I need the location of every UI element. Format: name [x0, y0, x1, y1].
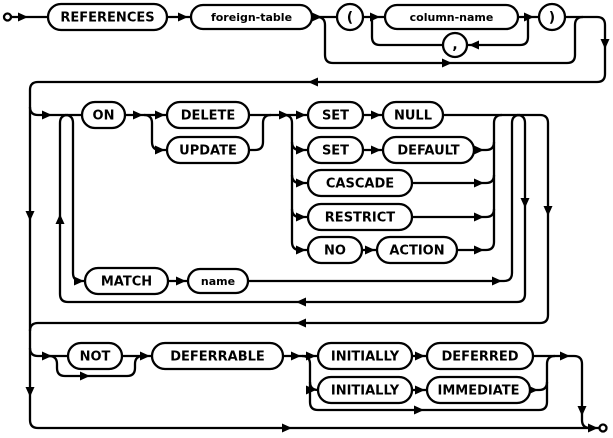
keyword-bubble — [150, 341, 285, 371]
punct-label: , — [452, 37, 457, 53]
nonterminal-label: column-name — [410, 11, 494, 24]
keyword-bubble — [165, 100, 251, 130]
nonterminal-bubble — [189, 3, 314, 31]
keyword-bubble — [316, 375, 414, 405]
keyword-label: DEFERRABLE — [170, 350, 265, 365]
keyword-bubble — [306, 235, 364, 265]
punct-bubble — [441, 31, 469, 59]
keyword-bubble — [306, 135, 365, 165]
keyword-label: NO — [324, 244, 346, 259]
nonterminal-bubble — [186, 267, 250, 295]
nonterminal-bubble — [383, 3, 520, 31]
keyword-label: UPDATE — [179, 144, 237, 159]
node-initially-2: INITIALLY — [316, 375, 414, 405]
node-update: UPDATE — [165, 135, 251, 165]
keyword-label: RESTRICT — [325, 211, 396, 226]
node-references: REFERENCES — [46, 2, 169, 32]
node-no: NO — [306, 235, 364, 265]
node-initially-1: INITIALLY — [316, 341, 414, 371]
keyword-bubble — [316, 341, 414, 371]
keyword-label: SET — [322, 144, 349, 159]
keyword-label: DEFERRED — [441, 350, 518, 365]
nonterminal-label: foreign-table — [211, 11, 292, 24]
keyword-bubble — [46, 2, 169, 32]
keyword-label: ON — [93, 109, 115, 124]
keyword-bubble — [83, 266, 170, 296]
keyword-bubble — [425, 375, 532, 405]
nonterminal-label: name — [201, 275, 235, 288]
node-set-2: SET — [306, 135, 365, 165]
node-name: name — [186, 267, 250, 295]
keyword-bubble — [66, 341, 124, 371]
node-not: NOT — [66, 341, 124, 371]
punct-bubble — [335, 2, 365, 32]
node-deferred: DEFERRED — [425, 341, 535, 371]
node-null: NULL — [381, 100, 445, 130]
node-column-name: column-name — [383, 3, 520, 31]
keyword-label: SET — [322, 109, 349, 124]
keyword-bubble — [381, 100, 445, 130]
start-terminal-icon — [2, 12, 13, 22]
keyword-bubble — [306, 202, 414, 232]
node-restrict: RESTRICT — [306, 202, 414, 232]
node-on: ON — [80, 100, 127, 130]
keyword-label: NOT — [80, 350, 111, 365]
keyword-bubble — [375, 235, 459, 265]
keyword-label: IMMEDIATE — [437, 384, 519, 399]
keyword-bubble — [381, 135, 476, 165]
keyword-bubble — [165, 135, 251, 165]
punct-bubble — [537, 2, 567, 32]
keyword-label: DELETE — [181, 109, 236, 124]
node-close-paren: ) — [537, 2, 567, 32]
keyword-bubble — [306, 100, 365, 130]
keyword-label: DEFAULT — [397, 144, 459, 159]
node-set-1: SET — [306, 100, 365, 130]
node-immediate: IMMEDIATE — [425, 375, 532, 405]
node-default: DEFAULT — [381, 135, 476, 165]
keyword-label: INITIALLY — [331, 350, 400, 365]
keyword-bubble — [425, 341, 535, 371]
keyword-label: CASCADE — [326, 177, 394, 192]
keyword-label: MATCH — [101, 275, 152, 290]
keyword-label: ACTION — [389, 244, 444, 259]
node-delete: DELETE — [165, 100, 251, 130]
node-cascade: CASCADE — [306, 168, 414, 198]
node-action: ACTION — [375, 235, 459, 265]
end-terminal-icon — [598, 423, 608, 433]
keyword-bubble — [306, 168, 414, 198]
keyword-label: REFERENCES — [60, 11, 154, 26]
punct-label: ( — [347, 10, 353, 26]
node-deferrable: DEFERRABLE — [150, 341, 285, 371]
rail-arrows — [18, 12, 610, 433]
node-comma: , — [441, 31, 469, 59]
node-open-paren: ( — [335, 2, 365, 32]
keyword-bubble — [80, 100, 127, 130]
node-foreign-table: foreign-table — [189, 3, 314, 31]
keyword-label: NULL — [394, 109, 432, 124]
keyword-label: INITIALLY — [331, 384, 400, 399]
node-match: MATCH — [83, 266, 170, 296]
punct-label: ) — [549, 10, 555, 26]
